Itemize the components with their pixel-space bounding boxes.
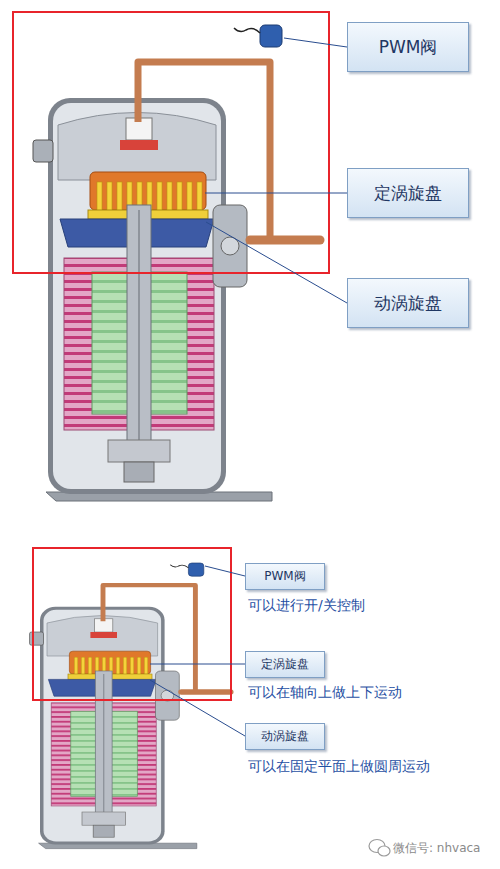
highlight-frame <box>13 12 329 273</box>
part-name: 定涡旋盘 <box>261 656 309 673</box>
label-box: 定涡旋盘 <box>347 168 469 218</box>
part-name: 动涡旋盘 <box>374 292 442 315</box>
compressor-small <box>30 563 231 849</box>
part-name: PWM阀 <box>264 568 305 585</box>
part-name: 动涡旋盘 <box>261 728 309 745</box>
leader-lines <box>150 38 347 736</box>
label-box: 动涡旋盘 <box>245 723 325 750</box>
description-note: 可以在轴向上做上下运动 <box>248 684 402 702</box>
description-note: 可以在固定平面上做圆周运动 <box>248 758 430 776</box>
part-name: 定涡旋盘 <box>374 182 442 205</box>
description-note: 可以进行开/关控制 <box>248 597 365 615</box>
label-box: PWM阀 <box>245 563 325 590</box>
watermark: 微信号: nhvaca <box>393 840 480 857</box>
label-box: PWM阀 <box>347 22 469 72</box>
part-name: PWM阀 <box>379 36 438 59</box>
highlight-frame <box>33 548 231 700</box>
wechat-icon <box>369 840 390 857</box>
label-box: 定涡旋盘 <box>245 651 325 678</box>
label-box: 动涡旋盘 <box>347 278 469 328</box>
